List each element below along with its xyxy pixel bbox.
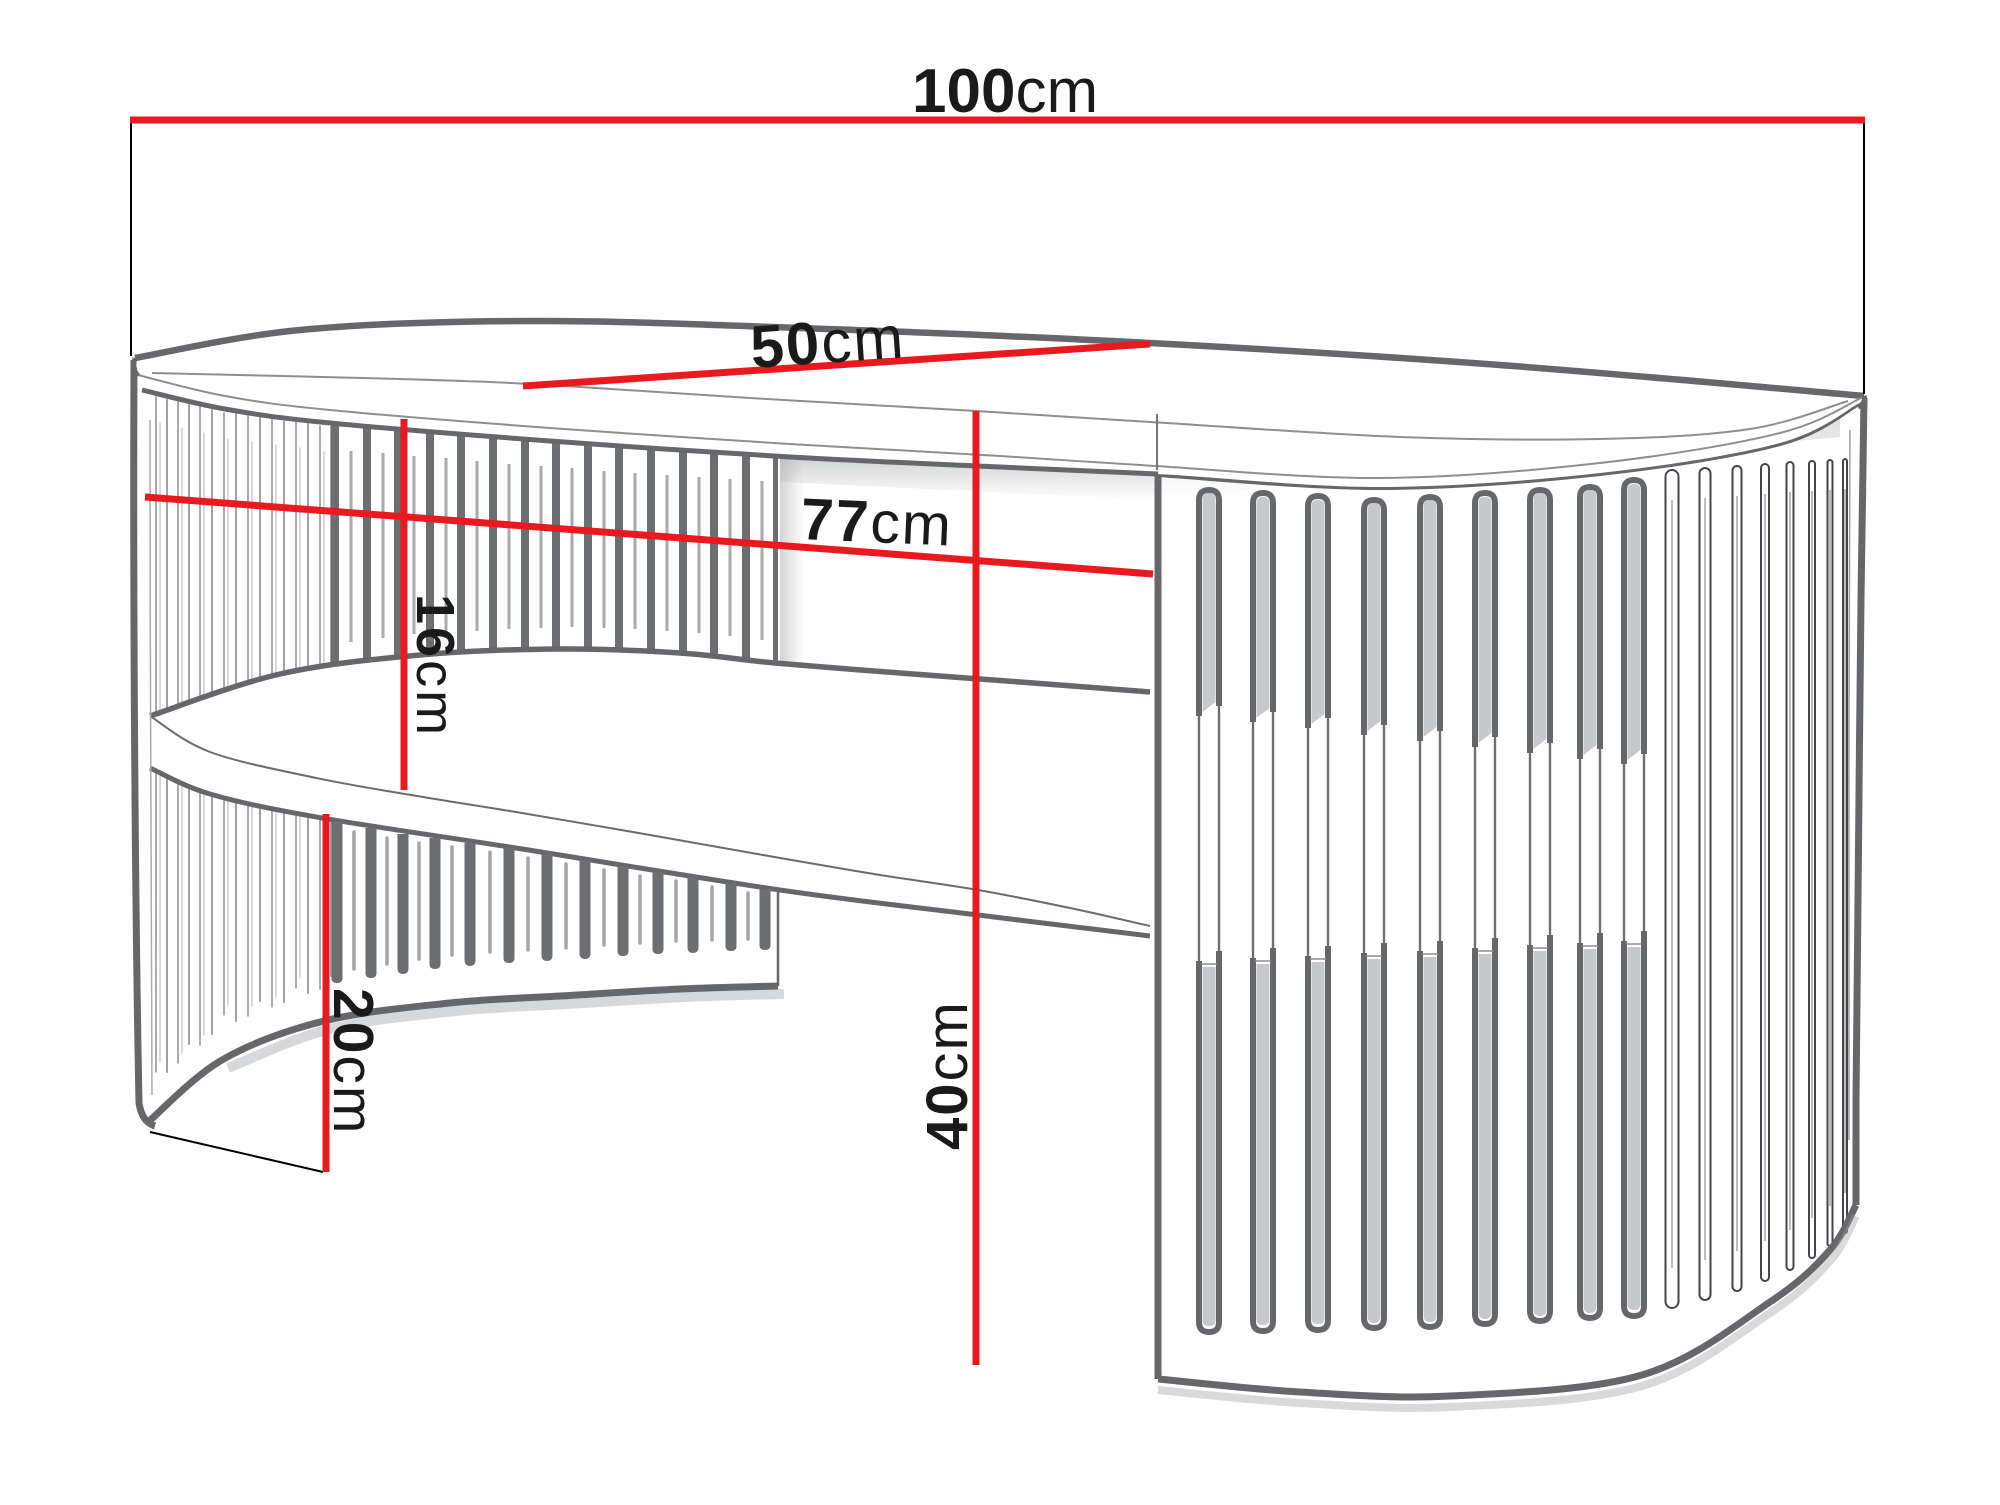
svg-text:16cm: 16cm (405, 594, 465, 738)
svg-text:40cm: 40cm (915, 1000, 980, 1150)
svg-text:20cm: 20cm (321, 988, 385, 1135)
svg-text:77cm: 77cm (799, 486, 954, 559)
svg-text:100cm: 100cm (912, 57, 1098, 126)
svg-text:50cm: 50cm (748, 303, 907, 381)
